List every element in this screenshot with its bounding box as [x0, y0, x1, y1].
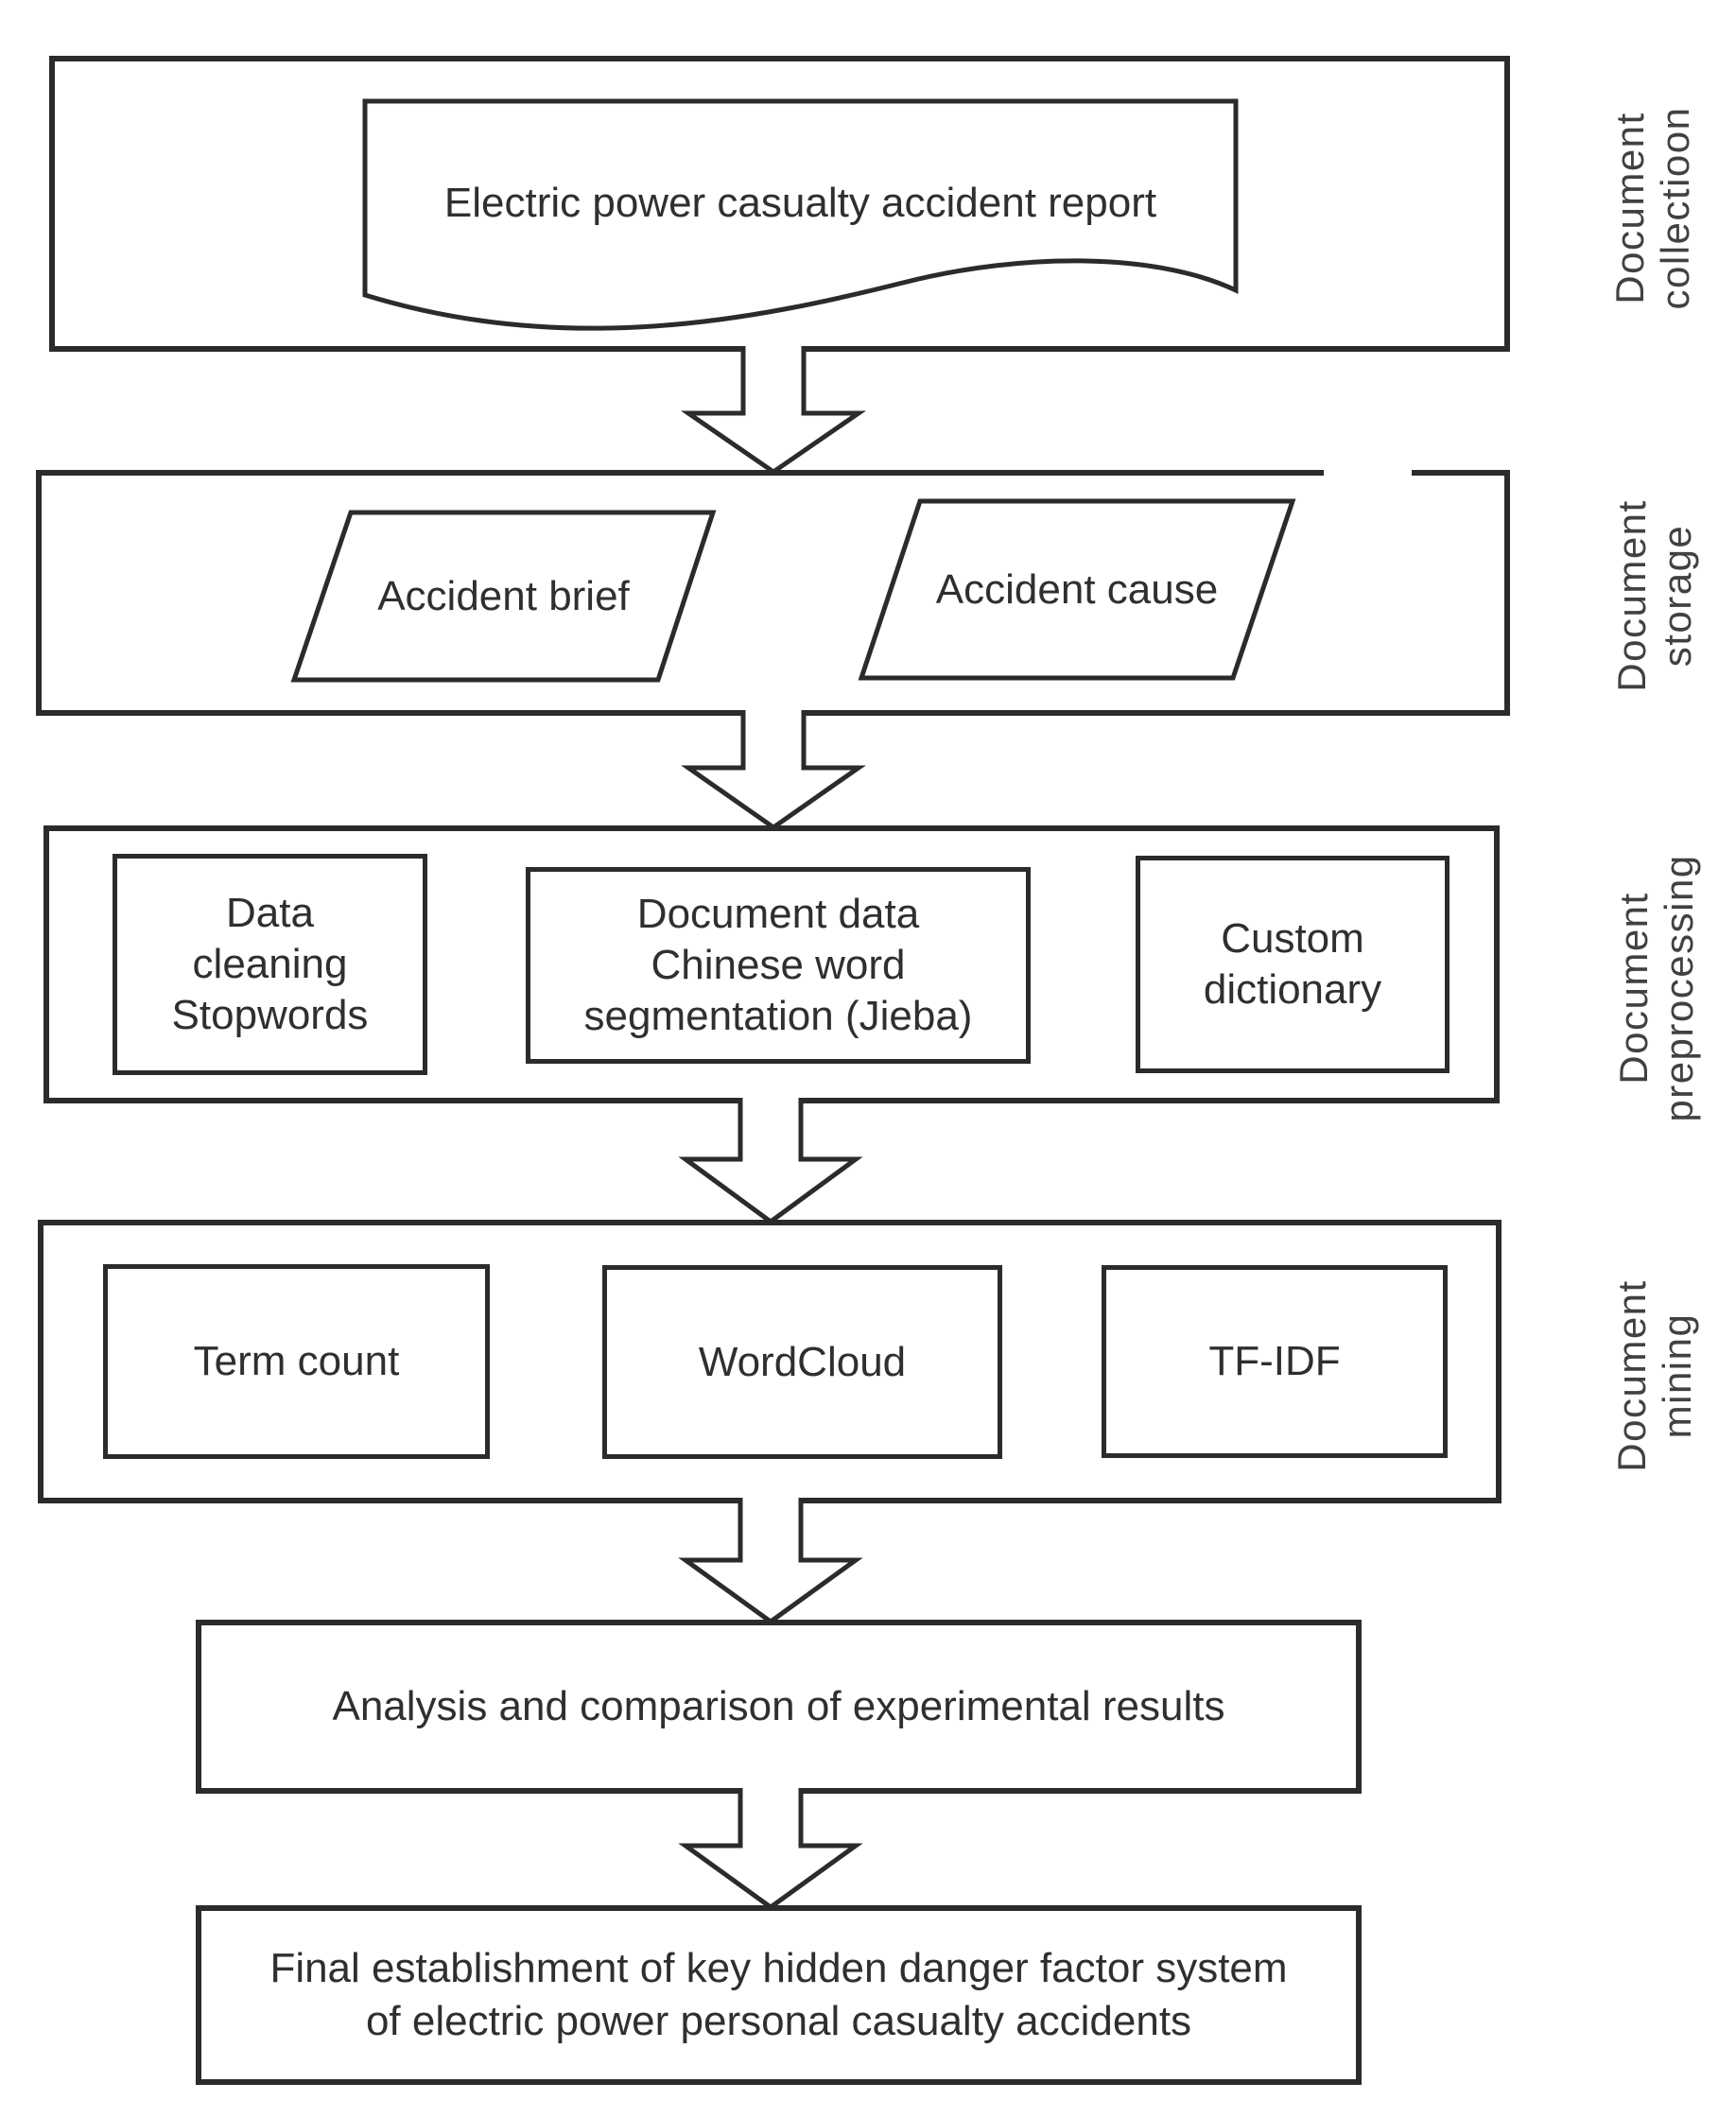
- word-segmentation-label-line: Document data: [636, 891, 920, 937]
- side-label-document-mining: Document mining: [1609, 1279, 1699, 1472]
- final-system-box: Final establishment of key hidden danger…: [196, 1905, 1362, 2085]
- analysis-results-label: Analysis and comparison of experimental …: [332, 1683, 1225, 1729]
- term-count-label: Term count: [193, 1338, 400, 1384]
- word-segmentation-label-line: segmentation (Jieba): [583, 993, 973, 1039]
- stage-container-document-storage: [36, 470, 1510, 716]
- down-arrow-connector-4: [678, 1498, 863, 1625]
- word-segmentation-label-line: Chinese word: [651, 942, 906, 988]
- final-system-label-line: Final establishment of key hidden danger…: [269, 1945, 1288, 1991]
- data-cleaning-label-line: Stopwords: [171, 992, 369, 1038]
- data-cleaning-box: Data cleaning Stopwords: [113, 854, 427, 1075]
- tf-idf-label: TF-IDF: [1208, 1338, 1341, 1384]
- custom-dictionary-box: Custom dictionary: [1136, 856, 1450, 1073]
- custom-dictionary-label-line: dictionary: [1203, 966, 1382, 1013]
- side-label-document-preprocessing: Document preprocessing: [1611, 854, 1701, 1122]
- border-gap-patch: [1324, 453, 1412, 497]
- data-cleaning-label-line: cleaning: [192, 941, 348, 987]
- down-arrow-connector-1: [680, 346, 867, 476]
- side-label-document-collection: Document collectioon: [1607, 106, 1697, 310]
- term-count-box: Term count: [103, 1264, 490, 1459]
- word-segmentation-box: Document data Chinese word segmentation …: [526, 867, 1031, 1064]
- custom-dictionary-label-line: Custom: [1221, 915, 1364, 962]
- analysis-results-box: Analysis and comparison of experimental …: [196, 1620, 1362, 1794]
- wordcloud-box: WordCloud: [602, 1265, 1002, 1459]
- wordcloud-label: WordCloud: [698, 1338, 907, 1385]
- down-arrow-connector-2: [681, 710, 866, 831]
- side-label-document-storage: Document storage: [1609, 499, 1699, 692]
- final-system-label-line: of electric power personal casualty acci…: [365, 1998, 1192, 2044]
- tf-idf-box: TF-IDF: [1102, 1265, 1448, 1458]
- down-arrow-connector-5: [678, 1788, 863, 1911]
- down-arrow-connector-3: [678, 1098, 863, 1225]
- stage-container-document-collection: [49, 56, 1510, 352]
- data-cleaning-label-line: Data: [226, 890, 314, 936]
